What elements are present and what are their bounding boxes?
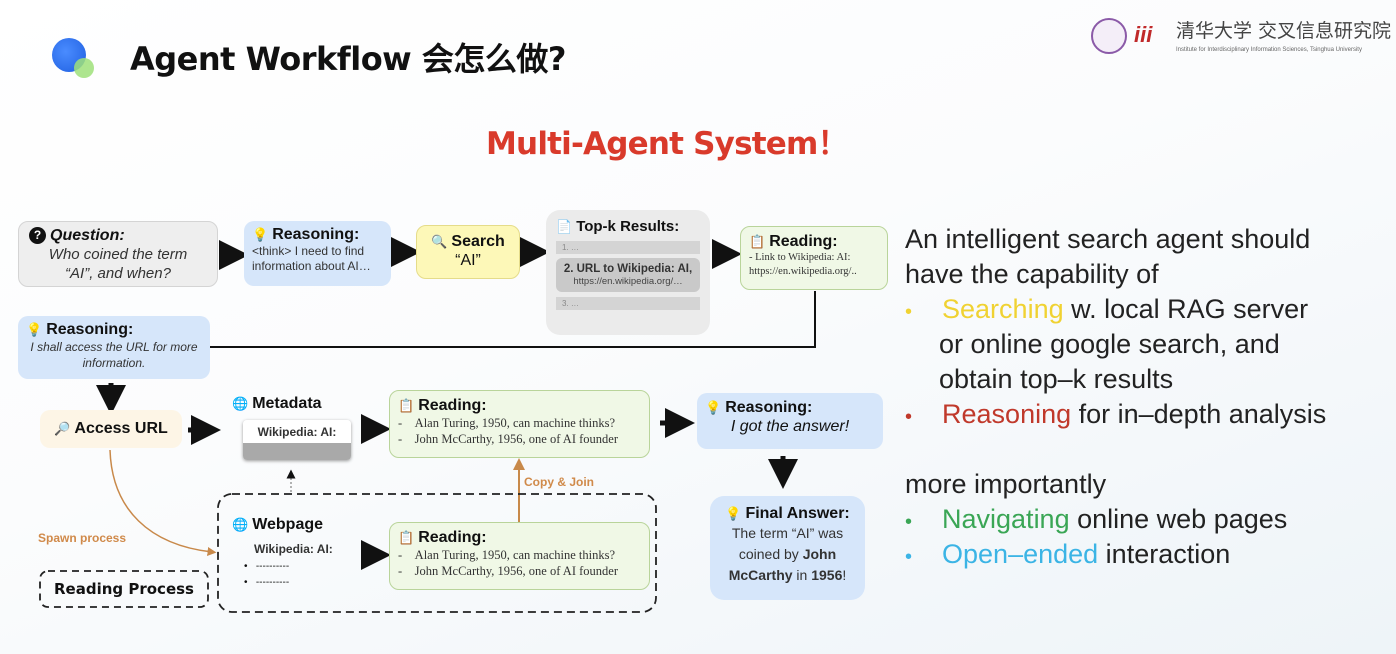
search-title: Search — [451, 233, 505, 250]
magnify-pulse-icon: 🔎 — [54, 420, 71, 436]
webpage-bullet: • ---------- — [244, 577, 290, 588]
iiis-logo-icon: iii — [1134, 22, 1153, 47]
question-icon: ? — [29, 227, 46, 245]
list-icon: 📋 — [398, 529, 415, 545]
reading-line: Alan Turing, 1950, can machine thinks? — [414, 416, 615, 430]
document-icon: 📄 — [556, 218, 573, 234]
metadata-text: Wikipedia: AI: — [257, 425, 337, 439]
spawn-process-label: Spawn process — [38, 531, 127, 545]
logo-text: 清华大学 交叉信息研究院 — [1176, 20, 1392, 42]
globe-icon: 🌐 — [232, 516, 249, 532]
metadata-label: 🌐Metadata — [232, 394, 322, 413]
final-answer-title: Final Answer: — [745, 505, 850, 522]
page-title: Agent Workflow 会怎么做? — [130, 40, 566, 78]
question-box: ?Question: Who coined the term “AI”, and… — [18, 221, 218, 287]
result-url: https://en.wikipedia.org/… — [573, 276, 683, 287]
globe-icon: 🌐 — [232, 395, 249, 411]
reasoning-box-3: 💡Reasoning: I got the answer! — [697, 393, 883, 449]
reasoning-title: Reasoning: — [725, 399, 813, 416]
webpage-label: 🌐Webpage — [232, 515, 323, 534]
text-line: or online google search, and — [939, 329, 1280, 359]
access-url-box: 🔎Access URL — [40, 410, 182, 448]
university-seal-icon — [1091, 18, 1127, 54]
reading-box-2: 📋Reading: - Alan Turing, 1950, can machi… — [389, 390, 650, 458]
reasoning-text: <think> I need to find information about… — [252, 244, 371, 273]
reading-box-1: 📋Reading: - Link to Wikipedia: AI: https… — [740, 226, 888, 290]
reading-box-3: 📋Reading: - Alan Turing, 1950, can machi… — [389, 522, 650, 590]
reasoning-text: I got the answer! — [730, 418, 850, 435]
reading-line: - Link to Wikipedia: AI: — [749, 252, 851, 263]
search-query: “AI” — [455, 252, 481, 269]
reading-title: Reading: — [418, 529, 487, 546]
result-item: 2. URL to Wikipedia: AI, https://en.wiki… — [556, 258, 700, 292]
subtitle: Multi-Agent System！ — [486, 126, 848, 162]
arrow-back — [190, 291, 816, 353]
bullet-open-ended: • Open–ended interaction — [905, 539, 1231, 569]
search-icon: 🔍 — [431, 233, 448, 249]
webpage-text: Wikipedia: AI: — [254, 542, 333, 556]
question-text: Who coined the term “AI”, and when? — [48, 246, 188, 282]
reasoning-box-2: 💡Reasoning: I shall access the URL for m… — [18, 316, 210, 379]
webpage-bullet-text: ---------- — [255, 561, 290, 572]
final-answer-name: John — [802, 546, 837, 562]
text-line: online web pages — [1069, 504, 1288, 534]
bullet-searching: • Searching w. local RAG server — [905, 294, 1309, 324]
final-answer-box: 💡Final Answer: The term “AI” was coined … — [710, 496, 865, 600]
reading-line: https://en.wikipedia.org/.. — [749, 266, 857, 277]
final-answer-text: in — [792, 567, 812, 583]
result-item: 1. … — [556, 241, 700, 254]
final-answer-line: The term “AI” was — [731, 525, 844, 541]
final-answer-text: ! — [842, 567, 847, 583]
topk-results-box: 📄Top-k Results: 1. … 2. URL to Wikipedia… — [546, 210, 710, 335]
webpage-bullet: • ---------- — [244, 561, 290, 572]
webpage-title: Webpage — [252, 516, 324, 533]
lightbulb-icon: 💡 — [252, 226, 269, 242]
final-answer-text: coined by — [738, 546, 803, 562]
metadata-title: Metadata — [252, 395, 322, 412]
list-icon: 📋 — [398, 397, 415, 413]
reasoning-box-1: 💡Reasoning: <think> I need to find infor… — [244, 221, 391, 286]
search-box: 🔍Search “AI” — [416, 225, 520, 279]
reading-line: Alan Turing, 1950, can machine thinks? — [414, 548, 615, 562]
final-answer-name: McCarthy — [728, 567, 793, 583]
reading-line: John McCarthy, 1956, one of AI founder — [414, 432, 618, 446]
idea-icon: 💡 — [725, 505, 742, 521]
keyword-reasoning: Reasoning — [942, 399, 1072, 429]
lightbulb-icon: 💡 — [705, 399, 722, 415]
text-line: more importantly — [905, 469, 1107, 499]
lightbulb-icon: 💡 — [26, 321, 43, 337]
final-answer-year: 1956 — [811, 567, 843, 583]
bullet-reasoning: • Reasoning for in–depth analysis — [905, 399, 1327, 429]
question-title: Question: — [50, 227, 125, 244]
text-line: obtain top–k results — [939, 364, 1174, 394]
text-line: have the capability of — [905, 259, 1159, 289]
keyword-open-ended: Open–ended — [942, 539, 1099, 569]
reading-line: John McCarthy, 1956, one of AI founder — [414, 564, 618, 578]
reasoning-title: Reasoning: — [272, 226, 360, 243]
title-dot-small-icon — [74, 58, 94, 78]
text-line: w. local RAG server — [1063, 294, 1309, 324]
reading-title: Reading: — [769, 233, 838, 250]
logo-subtext: Institute for Interdisciplinary Informat… — [1176, 47, 1362, 53]
reading-title: Reading: — [418, 397, 487, 414]
text-line: interaction — [1098, 539, 1231, 569]
metadata-card: Wikipedia: AI: — [243, 420, 351, 460]
keyword-navigating: Navigating — [942, 504, 1070, 534]
list-icon: 📋 — [749, 233, 766, 249]
bullet-navigating: • Navigating online web pages — [905, 504, 1288, 534]
text-line: for in–depth analysis — [1071, 399, 1327, 429]
copy-join-label: Copy & Join — [524, 475, 595, 489]
topk-title: Top-k Results: — [576, 218, 680, 235]
text-line: An intelligent search agent should — [905, 224, 1311, 254]
access-url-title: Access URL — [74, 420, 168, 437]
reasoning-text: I shall access the URL for more informat… — [30, 340, 198, 370]
result-item: 3. … — [556, 297, 700, 310]
reasoning-title: Reasoning: — [46, 321, 134, 338]
keyword-searching: Searching — [942, 294, 1064, 324]
webpage-bullet-text: ---------- — [255, 577, 290, 588]
result-title: 2. URL to Wikipedia: AI, — [563, 263, 693, 275]
reading-process-label: Reading Process — [54, 580, 194, 598]
